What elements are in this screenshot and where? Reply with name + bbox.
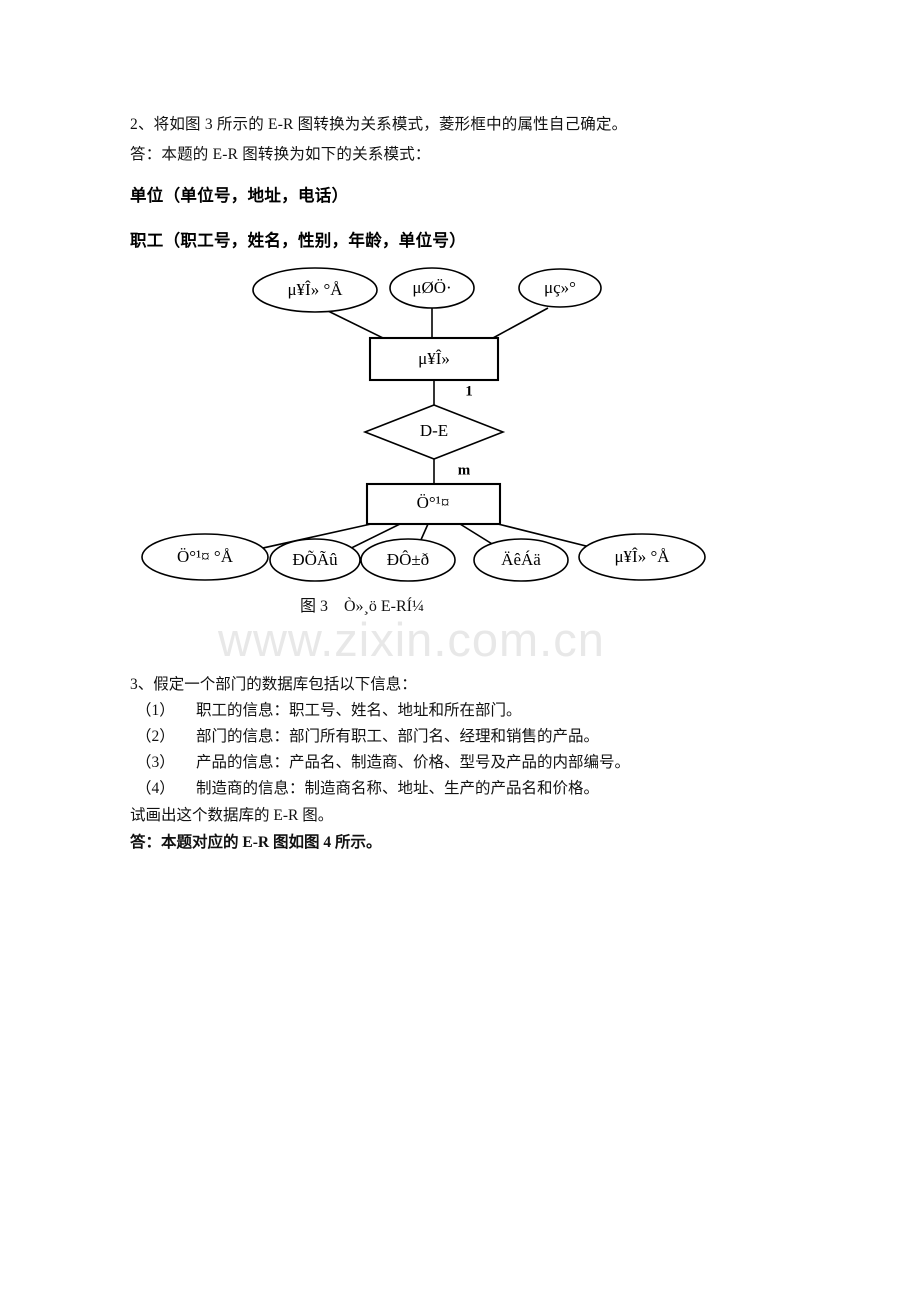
question2-prompt: 2、将如图 3 所示的 E-R 图转换为关系模式，菱形框中的属性自己确定。	[130, 116, 628, 133]
schema-employee: 职工（职工号，姓名，性别，年龄，单位号）	[130, 232, 466, 250]
attribute-unit-phone-ellipse	[518, 268, 602, 308]
cardinality-one: 1	[465, 383, 473, 399]
question3-item1-marker: （1）	[136, 702, 175, 719]
entity-unit-label: μ¥Î»	[418, 349, 450, 368]
attribute-emp-unitid-ellipse	[578, 533, 706, 581]
question3-prompt: 3、假定一个部门的数据库包括以下信息：	[130, 676, 417, 693]
attribute-emp-id-ellipse	[141, 533, 269, 581]
edge-unit-attr1	[325, 309, 384, 339]
question3-task: 试画出这个数据库的 E-R 图。	[130, 807, 334, 824]
question3-item2-text: 部门的信息：部门所有职工、部门名、经理和销售的产品。	[196, 728, 600, 745]
question3-item3-text: 产品的信息：产品名、制造商、价格、型号及产品的内部编号。	[196, 754, 631, 771]
cardinality-m: m	[458, 462, 471, 478]
attribute-unit-id-ellipse	[252, 267, 378, 313]
er-diagram-figure3: μ¥Î» 1 D-E m Ö°¹¤ μ¥Î» °Å μØÖ·	[130, 262, 730, 592]
question3-item2-marker: （2）	[136, 728, 175, 745]
figure3-caption: 图 3 Ò»¸ö E-RÍ¼	[300, 598, 424, 615]
site-watermark: www.zixin.com.cn	[218, 613, 605, 666]
schema-unit: 单位（单位号，地址，电话）	[130, 187, 349, 205]
edge-unit-attr3	[492, 307, 549, 339]
question3-item3-marker: （3）	[136, 754, 175, 771]
question3-item4-marker: （4）	[136, 780, 175, 797]
entity-employee-label: Ö°¹¤	[417, 493, 450, 512]
attribute-unit-id-label: μ¥Î» °Å	[287, 280, 343, 299]
attribute-emp-unitid-label: μ¥Î» °Å	[614, 547, 670, 566]
attribute-unit-address-ellipse	[389, 267, 475, 309]
attribute-emp-age-label: ÄêÁä	[501, 550, 541, 569]
attribute-emp-name-label: ÐÕÃû	[292, 550, 338, 569]
question3-item1-text: 职工的信息：职工号、姓名、地址和所在部门。	[196, 702, 522, 719]
attribute-emp-gender-label: ÐÔ±ð	[387, 550, 429, 569]
attribute-emp-id-label: Ö°¹¤ °Å	[177, 547, 234, 566]
relationship-de-label: D-E	[420, 421, 448, 440]
attribute-unit-phone-label: μç»°	[544, 278, 576, 297]
attribute-unit-address-label: μØÖ·	[412, 278, 451, 297]
attribute-emp-name-ellipse	[269, 538, 361, 582]
attribute-emp-age-ellipse	[473, 538, 569, 582]
entity-employee-box	[365, 482, 502, 526]
question2-answer-intro: 答：本题的 E-R 图转换为如下的关系模式：	[130, 146, 431, 163]
question3-item4-text: 制造商的信息：制造商名称、地址、生产的产品名和价格。	[196, 780, 600, 797]
question3-answer: 答：本题对应的 E-R 图如图 4 所示。	[130, 834, 382, 851]
attribute-emp-gender-ellipse	[360, 538, 456, 582]
